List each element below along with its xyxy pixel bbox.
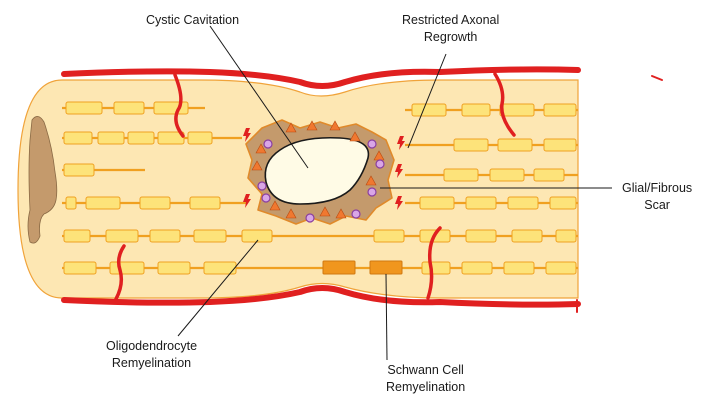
label-restricted-axonal-regrowth: Restricted Axonal Regrowth bbox=[402, 12, 499, 46]
label-oligodendrocyte-remyelination: Oligodendrocyte Remyelination bbox=[106, 338, 197, 372]
label-schwann-cell-remyelination: Schwann Cell Remyelination bbox=[386, 362, 465, 396]
label-glial-fibrous-scar: Glial/Fibrous Scar bbox=[622, 180, 692, 214]
label-cystic-cavitation: Cystic Cavitation bbox=[146, 12, 239, 29]
